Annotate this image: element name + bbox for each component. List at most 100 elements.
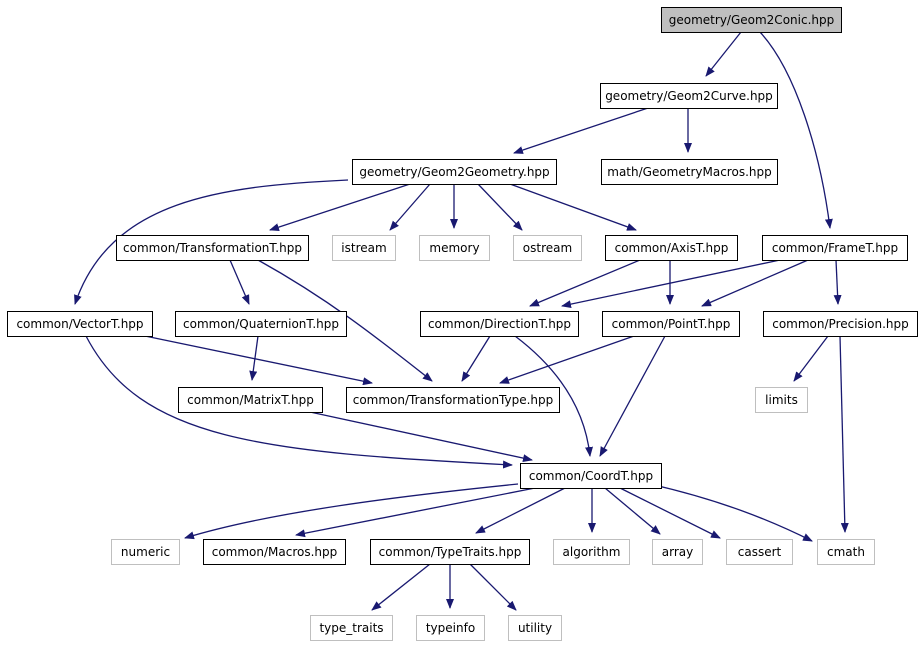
node-box (111, 539, 180, 565)
node-box (370, 539, 530, 565)
edge-directiont-to-transformationtype (461, 335, 491, 382)
node-label: utility (518, 621, 552, 635)
node-numeric: numeric (111, 539, 180, 565)
edge-geom2geometry-to-axist (509, 183, 637, 231)
node-label: type_traits (319, 621, 383, 635)
node-box (553, 539, 630, 565)
node-box (601, 159, 778, 185)
node-box (508, 615, 562, 641)
node-label: common/Macros.hpp (212, 545, 338, 559)
edge-geom2conic-to-framet (759, 31, 833, 229)
node-label: common/AxisT.hpp (615, 241, 729, 255)
edge-geom2conic-to-geom2curve (705, 31, 742, 77)
edge-vectort-to-coordt (85, 335, 513, 469)
node-label: memory (429, 241, 479, 255)
node-box (175, 311, 347, 337)
node-geom2curve[interactable]: geometry/Geom2Curve.hpp (600, 83, 778, 109)
edge-pointt-to-transformationtype (499, 335, 635, 384)
node-box (419, 235, 490, 261)
node-geom2conic[interactable]: geometry/Geom2Conic.hpp (661, 7, 842, 33)
edge-coordt-to-array (604, 487, 661, 535)
node-macros[interactable]: common/Macros.hpp (203, 539, 346, 565)
node-box (310, 615, 393, 641)
node-transformationt[interactable]: common/TransformationT.hpp (116, 235, 309, 261)
node-label: geometry/Geom2Geometry.hpp (359, 165, 549, 179)
edge-precision-to-limits (793, 335, 829, 382)
edge-framet-to-pointt (701, 259, 809, 307)
node-framet[interactable]: common/FrameT.hpp (762, 235, 908, 261)
node-label: common/DirectionT.hpp (428, 317, 571, 331)
node-memory: memory (419, 235, 490, 261)
edge-matrixt-to-coordt (309, 411, 533, 463)
node-vectort[interactable]: common/VectorT.hpp (7, 311, 153, 337)
node-box (352, 159, 557, 185)
node-transformationtype[interactable]: common/TransformationType.hpp (346, 387, 560, 413)
node-box (7, 311, 153, 337)
node-box (817, 539, 875, 565)
node-geom2geometry[interactable]: geometry/Geom2Geometry.hpp (352, 159, 557, 185)
node-algorithm: algorithm (553, 539, 630, 565)
node-box (755, 387, 808, 413)
node-box (420, 311, 579, 337)
node-label: math/GeometryMacros.hpp (607, 165, 771, 179)
edge-pointt-to-coordt (599, 335, 666, 457)
node-box (661, 7, 842, 33)
node-typetraits[interactable]: common/TypeTraits.hpp (370, 539, 530, 565)
node-ostream: ostream (513, 235, 582, 261)
edge-geom2curve-to-geom2geometry (513, 107, 649, 154)
edge-geom2geometry-to-istream (389, 183, 431, 231)
node-matrixt[interactable]: common/MatrixT.hpp (178, 387, 323, 413)
edge-axist-to-directiont (529, 259, 641, 307)
edge-transformationt-to-quaterniont (229, 259, 250, 305)
node-label: common/QuaternionT.hpp (183, 317, 339, 331)
node-box (763, 311, 918, 337)
node-cassert: cassert (726, 539, 793, 565)
node-box (605, 235, 738, 261)
node-geometrymacros[interactable]: math/GeometryMacros.hpp (601, 159, 778, 185)
edge-coordt-to-cmath (649, 483, 813, 542)
node-typeinfo: typeinfo (416, 615, 485, 641)
edge-coordt-to-macros (295, 487, 536, 538)
node-utility: utility (508, 615, 562, 641)
node-pointt[interactable]: common/PointT.hpp (602, 311, 740, 337)
edge-directiont-to-coordt (514, 335, 593, 457)
node-label: cmath (827, 545, 865, 559)
node-limits: limits (755, 387, 808, 413)
edge-precision-to-cmath (839, 335, 849, 533)
node-label: istream (341, 241, 386, 255)
node-type_traits: type_traits (310, 615, 393, 641)
node-box (332, 235, 396, 261)
node-quaterniont[interactable]: common/QuaternionT.hpp (175, 311, 347, 337)
edge-framet-to-precision (833, 259, 842, 305)
edge-geom2geometry-to-transformationt (269, 183, 411, 231)
nodes-layer: geometry/Geom2Conic.hpp geometry/Geom2Cur… (7, 7, 918, 641)
edges-layer (74, 31, 849, 611)
edge-coordt-to-typetraits (475, 487, 566, 534)
node-label: common/Precision.hpp (772, 317, 909, 331)
edge-framet-to-directiont (561, 259, 781, 309)
node-label: ostream (523, 241, 572, 255)
edge-coordt-to-cassert (619, 487, 721, 539)
edge-vectort-to-transformationtype (144, 335, 373, 386)
node-coordt[interactable]: common/CoordT.hpp (520, 463, 662, 489)
node-axist[interactable]: common/AxisT.hpp (605, 235, 738, 261)
node-label: common/FrameT.hpp (772, 241, 898, 255)
node-label: common/VectorT.hpp (16, 317, 143, 331)
edge-coordt-to-numeric (184, 483, 519, 540)
node-label: limits (765, 393, 798, 407)
node-label: cassert (738, 545, 782, 559)
node-label: common/MatrixT.hpp (187, 393, 314, 407)
node-label: common/TransformationType.hpp (353, 393, 554, 407)
node-label: common/PointT.hpp (612, 317, 731, 331)
edge-geom2geometry-to-ostream (477, 183, 523, 231)
node-precision[interactable]: common/Precision.hpp (763, 311, 918, 337)
node-box (178, 387, 323, 413)
node-directiont[interactable]: common/DirectionT.hpp (420, 311, 579, 337)
edge-geom2geometry-to-vectort (74, 179, 349, 305)
node-label: typeinfo (426, 621, 475, 635)
node-label: numeric (121, 545, 170, 559)
node-box (416, 615, 485, 641)
node-array: array (652, 539, 703, 565)
edge-typetraits-to-type_traits (371, 563, 431, 611)
node-label: geometry/Geom2Conic.hpp (669, 13, 834, 27)
